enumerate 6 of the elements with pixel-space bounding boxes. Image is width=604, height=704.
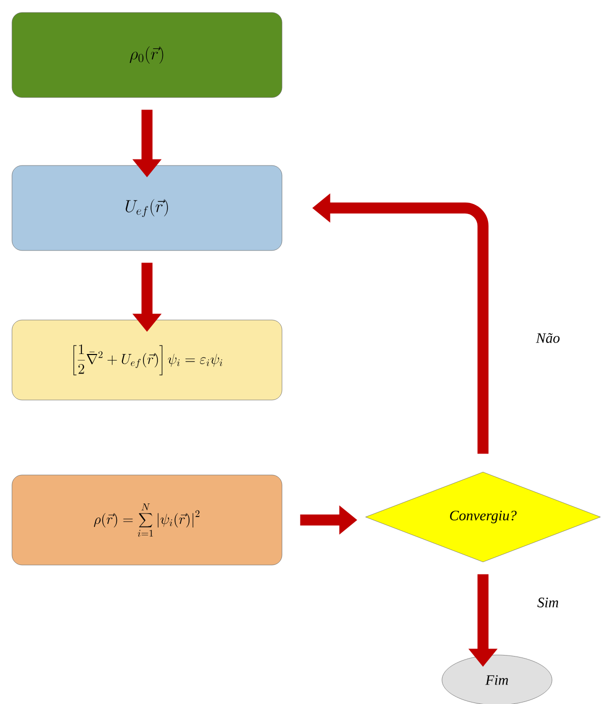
process-box: $U_{ef}(\vec{r})$: [12, 165, 282, 251]
equation-box: $\rho(\vec{r}) = \sum_{i=1}^{N}\left|\psi_i(\vec{r})\right|^2$: [12, 474, 282, 566]
process-box: $\rho_0(\vec{r})$: [12, 12, 282, 98]
edge-label: Sim: [537, 598, 558, 608]
edge-label: Não: [536, 333, 560, 343]
equation-box: $\left[\frac{1}{2}\bar{\nabla}^2 + U_{ef}(\vec{r})\right]\psi_i = \varepsilon_i\psi_i$: [12, 320, 282, 400]
